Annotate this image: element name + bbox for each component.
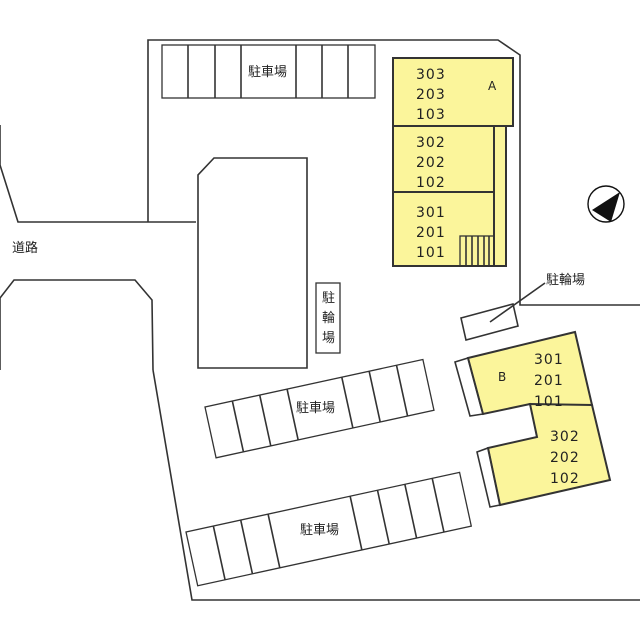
unit-b-202: 202 <box>550 450 580 466</box>
north-arrow-icon <box>587 185 625 223</box>
vertical-parking-box <box>315 282 341 354</box>
neighbour-building <box>197 157 308 369</box>
bicycle-shed <box>460 303 519 341</box>
unit-a-201: 201 <box>416 225 446 241</box>
building-b <box>454 330 612 508</box>
bicycle-label-leader <box>489 282 546 323</box>
building-a-corridor <box>493 125 507 267</box>
site-boundary-lower <box>152 369 640 601</box>
bicycle-parking-label: 駐輪場 <box>546 272 585 288</box>
road-label: 道路 <box>12 240 38 256</box>
unit-a-102: 102 <box>416 175 446 191</box>
unit-a-101: 101 <box>416 245 446 261</box>
unit-b-302: 302 <box>550 429 580 445</box>
road-edge-lower <box>0 279 154 371</box>
parking-top <box>161 44 376 99</box>
parking-top-label: 駐車場 <box>248 65 287 80</box>
building-b-name: B <box>498 370 506 384</box>
unit-a-103: 103 <box>416 107 446 123</box>
road-edge-upper <box>0 125 196 223</box>
unit-b-101: 101 <box>534 394 564 410</box>
unit-a-301: 301 <box>416 205 446 221</box>
balcony-b2 <box>476 446 501 508</box>
parking-vertical-1: 駐 <box>322 291 335 306</box>
unit-a-303: 303 <box>416 67 446 83</box>
site-boundary <box>147 39 640 306</box>
stairs <box>459 235 495 267</box>
building-a <box>392 57 514 267</box>
building-a-block-3 <box>392 191 495 267</box>
parking-vertical-3: 場 <box>322 331 335 346</box>
parking-mid-label: 駐車場 <box>296 401 335 416</box>
unit-b-201: 201 <box>534 373 564 389</box>
unit-a-302: 302 <box>416 135 446 151</box>
unit-a-202: 202 <box>416 155 446 171</box>
building-a-name: A <box>488 79 497 93</box>
balcony-b1 <box>454 356 485 417</box>
parking-bottom-label: 駐車場 <box>300 523 339 538</box>
unit-b-301: 301 <box>534 352 564 368</box>
parking-vertical-2: 輪 <box>322 310 335 326</box>
building-b-block-2 <box>486 402 612 507</box>
unit-a-203: 203 <box>416 87 446 103</box>
unit-b-102: 102 <box>550 471 580 487</box>
